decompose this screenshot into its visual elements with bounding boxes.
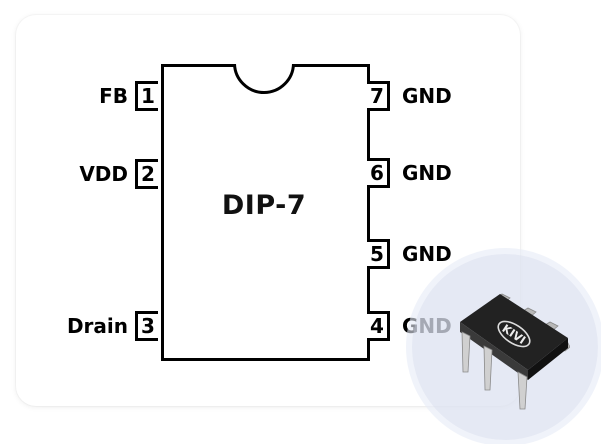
- pin-1-name: FB: [99, 84, 128, 108]
- pin-7-name: GND: [402, 84, 452, 108]
- dip-chip-image: KIVI: [460, 293, 570, 410]
- pin1-notch: [233, 64, 295, 95]
- pin-1-number: 1: [135, 81, 158, 111]
- ic-body: [161, 64, 370, 361]
- chip-side: [460, 322, 528, 380]
- package-name: DIP-7: [221, 190, 307, 221]
- chip-lead: [517, 371, 528, 410]
- pin-5-name: GND: [402, 242, 452, 266]
- chip-side-right: [528, 338, 568, 380]
- pin-3-number: 3: [135, 311, 158, 341]
- pin-6-name: GND: [402, 161, 452, 185]
- chip-lead: [483, 345, 493, 391]
- pin-2-number: 2: [135, 159, 158, 189]
- chip-top: [460, 294, 568, 370]
- chip-lead: [461, 331, 471, 373]
- pin-2-name: VDD: [79, 162, 128, 186]
- pin-5-number: 5: [367, 239, 390, 269]
- pin-3-name: Drain: [66, 314, 128, 338]
- pin-7-number: 7: [367, 81, 390, 111]
- pin-6-number: 6: [367, 158, 390, 188]
- pin-4-number: 4: [367, 311, 390, 341]
